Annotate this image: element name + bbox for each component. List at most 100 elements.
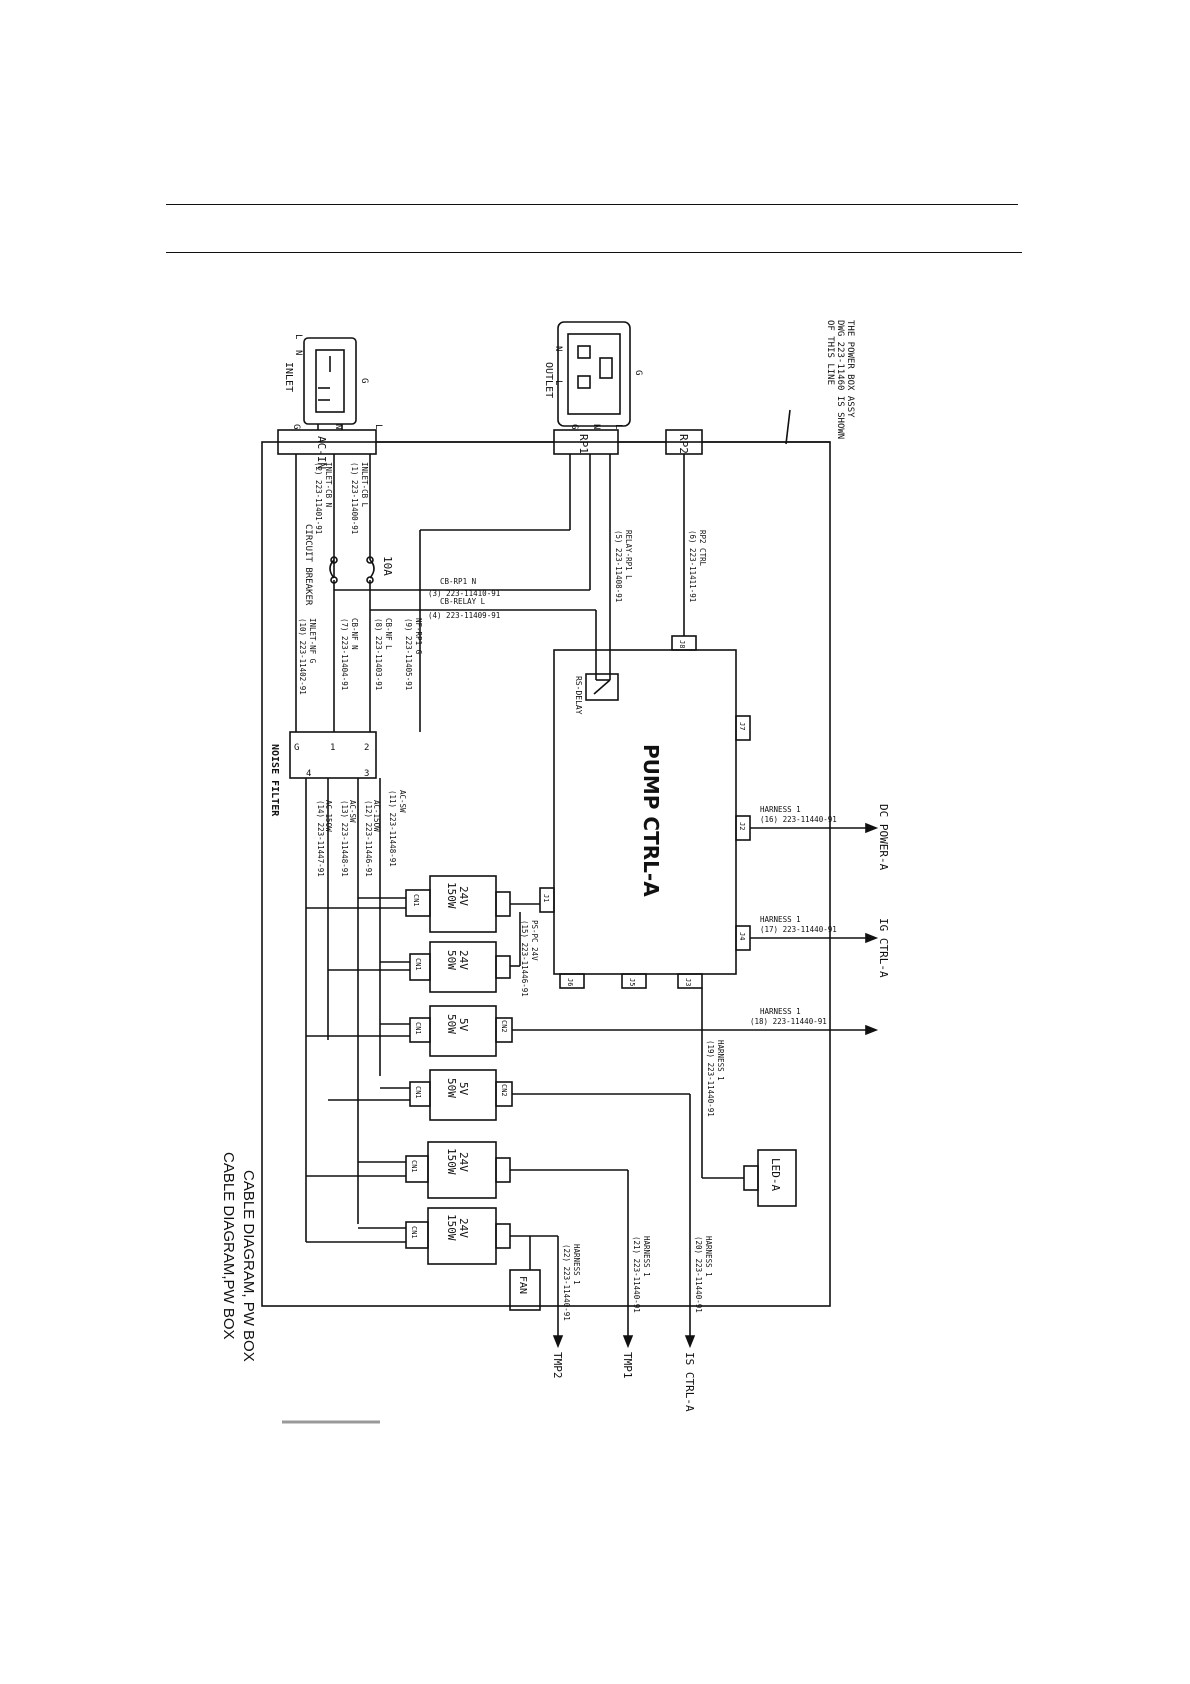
cable-6-pn: (6) 223-11411-91 [688, 530, 697, 602]
cable-7-pn: (7) 223-11404-91 [340, 618, 349, 690]
cable-3-name: CB-RP1 N [440, 577, 476, 586]
psu-3-watt: 50W [445, 1014, 458, 1034]
note-line-2: DWG 223-11460 IS SHOWN [835, 320, 845, 439]
cable-11-name: AC-SW [398, 790, 407, 813]
ac-in-pin-l: L [373, 424, 383, 429]
cable-22-name: HARNESS 1 [572, 1244, 581, 1285]
nf-pin-4: 4 [306, 769, 311, 779]
cable-20-pn: (20) 223-11440-91 [694, 1236, 703, 1313]
psu-3-cn2: CN2 [500, 1020, 508, 1033]
cable-2-name: INLET-CB N [324, 462, 333, 507]
cable-17-name: HARNESS 1 [760, 915, 801, 924]
cable-3-pn: (3) 223-11410-91 [428, 589, 500, 598]
rp1-pin-l: L [613, 424, 623, 429]
cable-13-name: AC-SW [348, 800, 357, 823]
outlet-label: OUTLET [543, 362, 554, 398]
cable-21-pn: (21) 223-11440-91 [632, 1236, 641, 1313]
cable-7-name: CB-NF N [350, 618, 359, 650]
cable-8-name: CB-NF L [384, 618, 393, 650]
outlet-connector-body [557, 321, 631, 427]
cable-22-pn: (22) 223-11440-91 [562, 1244, 571, 1321]
cable-8-pn: (8) 223-11403-91 [374, 618, 383, 690]
outlet-pin-l: L [553, 380, 563, 385]
header-rule-bottom [166, 252, 1022, 253]
conn-j7: J7 [738, 722, 746, 730]
drawing-title-1: CABLE DIAGRAM, PW BOX [240, 1170, 257, 1362]
output-tmp2: TMP2 [551, 1352, 564, 1379]
cable-12-name: AC-15OW [372, 800, 381, 832]
cable-1-name: INLET-CB L [360, 462, 369, 508]
fan-block [509, 1269, 541, 1311]
rs-delay-label: RS-DELAY [574, 676, 583, 715]
psu-5-volt: 24V [457, 1152, 470, 1172]
led-label: LED-A [769, 1158, 782, 1191]
breaker-contact-l [369, 559, 375, 579]
nf-pin-g: G [294, 743, 299, 753]
psu-6-cn1: CN1 [410, 1226, 418, 1239]
output-dc-power: DC POWER-A [877, 804, 890, 871]
psu-1-watt: 150W [445, 882, 458, 909]
cable-17-pn: (17) 223-11440-91 [760, 925, 837, 934]
rp1-label: RP1 [577, 434, 590, 454]
cable-18-pn: (18) 223-11440-91 [750, 1017, 827, 1026]
cable-13-pn: (13) 223-11448-91 [340, 800, 349, 877]
cable-15-pn: (15) 223-11446-91 [520, 920, 529, 997]
psu-6-volt: 24V [457, 1218, 470, 1238]
conn-j5: J5 [628, 978, 636, 986]
header-rule-top [166, 204, 1018, 205]
note-line-1: THE POWER BOX ASSY [845, 320, 855, 418]
pump-ctrl-label: PUMP CTRL-A [639, 744, 663, 897]
conn-j2: J2 [738, 822, 746, 830]
conn-j4: J4 [738, 932, 746, 940]
cable-1-pn: (1) 223-11400-91 [350, 462, 359, 534]
inlet-pin-l: L [293, 334, 303, 339]
cable-4-name: CB-RELAY L [440, 597, 486, 606]
cable-6-name: RP2 CTRL [698, 530, 707, 567]
rp2-label: RP2 [677, 434, 690, 454]
psu-4-volt: 5V [457, 1082, 470, 1096]
nf-pin-1: 1 [330, 743, 335, 753]
psu-1-volt: 24V [457, 886, 470, 906]
inlet-pin-g: G [359, 378, 369, 383]
cable-14-pn: (14) 223-11447-91 [316, 800, 325, 877]
breaker-contact-n [329, 559, 335, 579]
nf-pin-2: 2 [364, 743, 369, 753]
psu-6-watt: 150W [445, 1214, 458, 1241]
outlet-pin-n: N [553, 346, 563, 351]
cable-9-pn: (9) 223-11405-91 [404, 618, 413, 690]
cable-11-pn: (11) 223-11448-91 [388, 790, 397, 867]
rp1-pin-g: G [569, 424, 579, 429]
rp1-pin-n: N [591, 424, 601, 429]
note-line-3: OF THIS LINE [825, 320, 835, 385]
noise-filter-label: NOISE FILTER [269, 744, 280, 817]
psu-4-cn2: CN2 [500, 1084, 508, 1097]
drawing-title-2: CABLE DIAGRAM,PW BOX [220, 1152, 237, 1340]
psu-2-cn1: CN1 [414, 958, 422, 971]
cable-16-name: HARNESS 1 [760, 805, 801, 814]
psu-3-volt: 5V [457, 1018, 470, 1032]
conn-j3: J3 [684, 978, 692, 986]
cable-10-pn: (10) 223-11402-91 [298, 618, 307, 695]
cable-10-name: INLET-NF G [308, 618, 317, 664]
inlet-pin-n: N [293, 350, 303, 355]
breaker-rating-label: 10A [381, 556, 394, 576]
noise-filter-block [289, 731, 377, 779]
cable-15-name: PS-PC 24V [530, 920, 539, 961]
ac-in-label: AC-IN [315, 436, 328, 469]
psu-2-watt: 50W [445, 950, 458, 970]
cable-12-pn: (12) 223-11446-91 [364, 800, 373, 877]
output-tmp1: TMP1 [621, 1352, 634, 1379]
ac-in-pin-n: N [333, 424, 343, 429]
cable-16-pn: (16) 223-11440-91 [760, 815, 837, 824]
output-ig-ctrl: IG CTRL-A [877, 918, 890, 978]
conn-j1: J1 [542, 894, 550, 902]
nf-pin-3: 3 [364, 769, 369, 779]
cable-9-name: NF-RP1 G [414, 618, 423, 655]
psu-3-cn1: CN1 [414, 1022, 422, 1035]
output-is-ctrl: IS CTRL-A [683, 1352, 696, 1412]
psu-4-watt: 50W [445, 1078, 458, 1098]
psu-4-cn1: CN1 [414, 1086, 422, 1099]
conn-j6: J6 [566, 978, 574, 986]
